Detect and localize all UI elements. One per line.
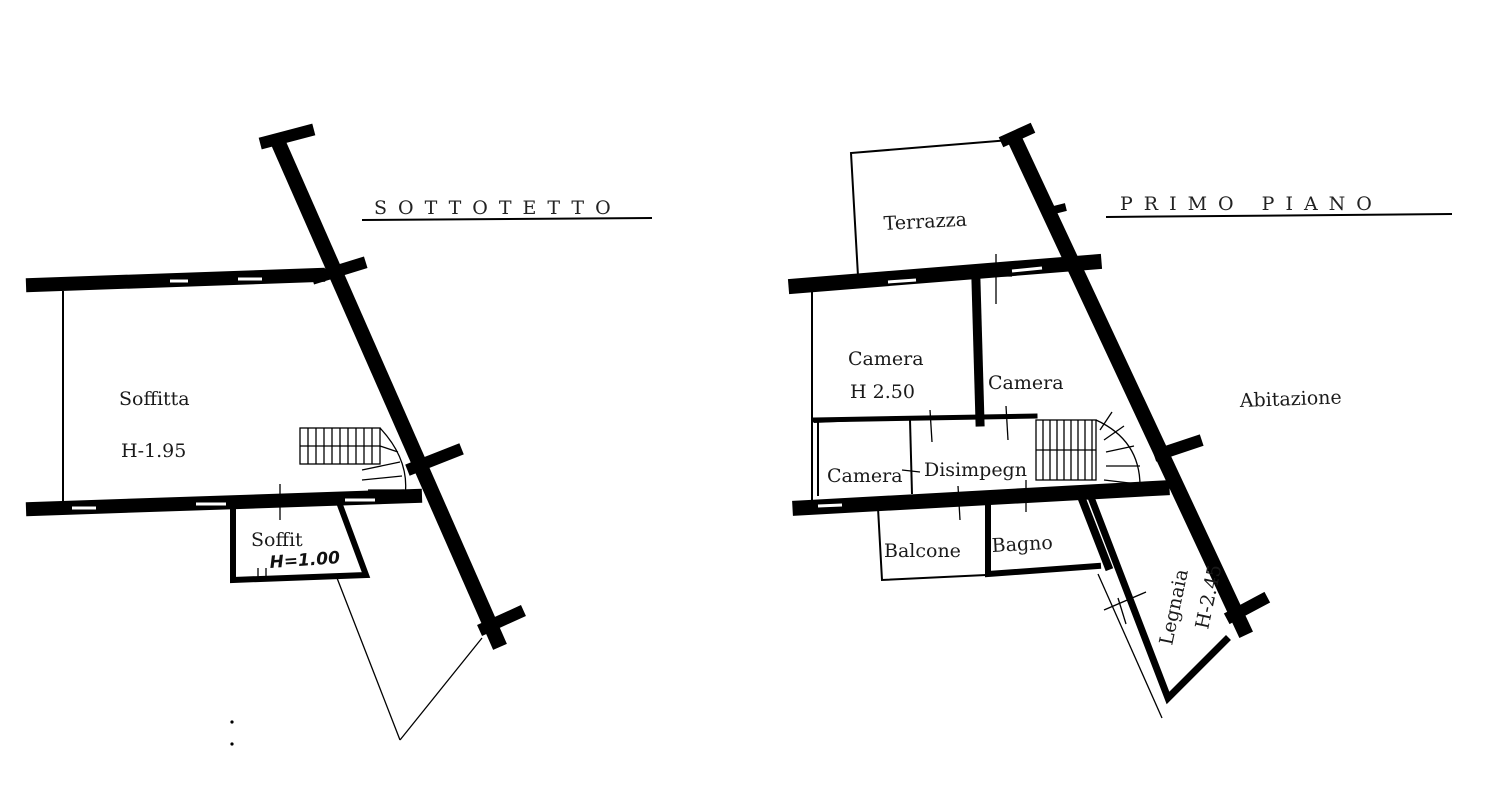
wall-small-camera-top [813,417,907,423]
room-label-soffitta: Soffitta [119,388,190,410]
legnaia-outer-line [1097,573,1163,719]
attic-plan: SOTTOTETTO Soffitta H-1.95 Soffit H=1.00 [25,123,653,746]
room-label-disimpegno: Disimpegn [924,459,1027,481]
room-label-camera-1: Camera [848,348,924,370]
attic-lower-outline [399,637,483,741]
attic-wall-stub-2 [405,443,464,476]
room-label-bagno: Bagno [991,532,1053,557]
floor-window-mark [817,503,843,508]
bagno-legnaia-wall [1074,488,1114,572]
floor-door-mark [957,485,961,521]
attic-wall-stub-1 [310,256,368,285]
room-height-camera-1: H 2.50 [850,381,915,403]
room-label-terrazza: Terrazza [883,209,967,235]
wall-between-cameras [971,277,985,427]
first-floor-plan: PRIMO PIANO Terrazza Camera H 2.50 Camer… [787,122,1453,719]
attic-staircase [299,427,407,497]
floor-wall-stub-1 [1041,203,1067,217]
floor-window-mark [1011,266,1043,273]
attic-small-soffit-walls [230,501,371,584]
first-floor-title: PRIMO PIANO [1120,193,1383,215]
legnaia-door-mark [1117,597,1127,625]
attic-dot-mark [230,742,234,746]
attic-lower-outline [336,577,401,741]
balcone-outline [877,507,987,582]
wall-small-camera-right [909,419,913,495]
legnaia-door-mark [1103,591,1147,611]
terrazza-outline [849,139,1011,277]
attic-diagonal-wall [268,132,507,650]
legnaia-walls [1087,495,1231,705]
room-label-balcone: Balcone [884,540,961,562]
attic-wall-cap-bottom [477,605,526,636]
attic-dot-mark [230,720,234,724]
floor-bottom-wall [792,480,1170,516]
floor-door-mark [1005,405,1009,441]
first-floor-title-underline [1105,213,1453,218]
floor-wall-stub-2 [1152,434,1204,462]
floor-door-mark [929,409,933,443]
room-label-camera-3: Camera [827,465,903,487]
room-label-legnaia: Legnaia [1155,567,1193,647]
floor-window-mark [887,278,917,284]
floor-door-mark [901,469,921,473]
floor-top-wall [787,253,1103,295]
room-height-soffitta: H-1.95 [121,440,186,462]
floor-staircase [1035,411,1141,487]
attic-title-underline [361,217,653,221]
room-height-soffit-small: H=1.00 [269,548,341,573]
floor-wall-cap-top [998,122,1036,148]
attic-wall-cap-top [258,123,316,150]
room-label-camera-2: Camera [988,372,1064,394]
room-label-soffit-small: Soffit [251,529,303,551]
bagno-walls [985,497,1102,578]
attic-title: SOTTOTETTO [374,197,622,219]
floor-diagonal-wall [1006,132,1253,638]
side-label-abitazione: Abitazione [1238,386,1342,412]
floor-wall-cap-bottom [1223,591,1271,625]
wall-camera-top-bottom [811,413,1038,423]
